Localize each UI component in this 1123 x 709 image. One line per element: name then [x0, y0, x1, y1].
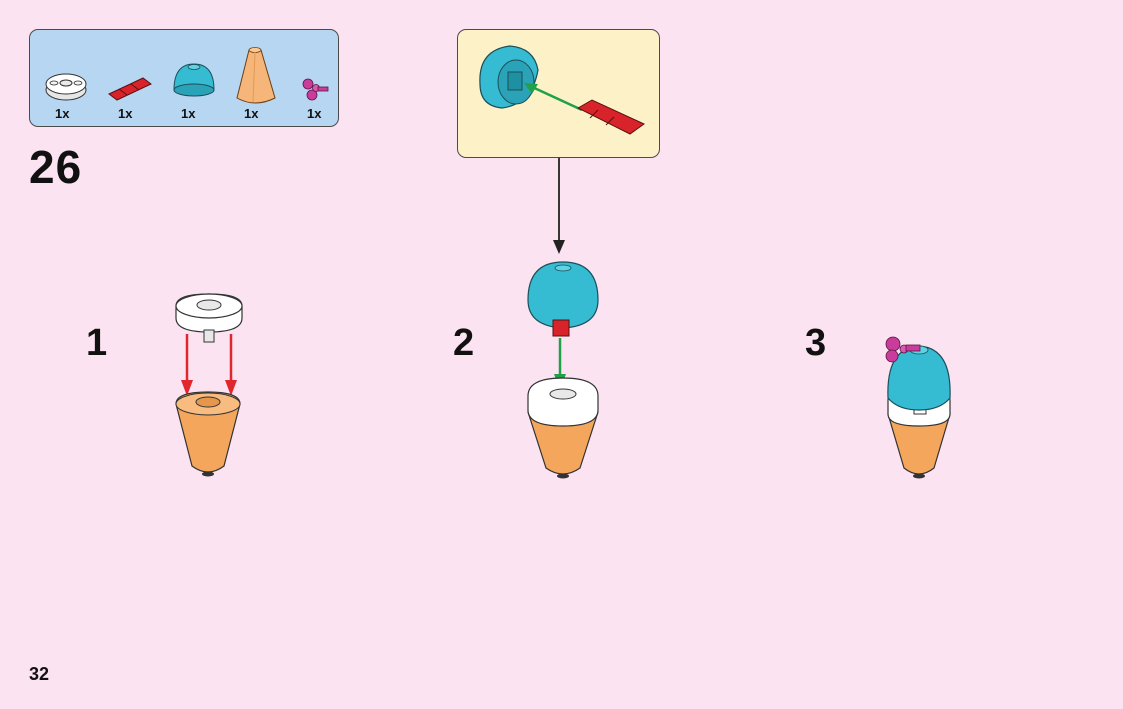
substep-label-2: 2 [453, 322, 475, 364]
substep-1-drawing [175, 293, 243, 477]
page-number: 32 [29, 664, 50, 684]
substep-2-drawing [527, 261, 599, 479]
part-qty: 1x [55, 106, 70, 121]
dome-with-red-bar-illustration [479, 45, 645, 135]
part-magenta-bow: 1x [292, 38, 348, 124]
part-qty: 1x [307, 106, 322, 121]
red-bar-icon [108, 77, 152, 101]
part-qty: 1x [118, 106, 133, 121]
part-azure-dome: 1x [166, 38, 222, 124]
part-red-bar: 1x [103, 38, 159, 124]
substep-label-1: 1 [86, 322, 108, 364]
callout-arrow [553, 158, 565, 254]
subassembly-callout [457, 29, 660, 158]
part-qty: 1x [181, 106, 196, 121]
white-plate-icon [45, 73, 87, 101]
parts-list-box: 1x 1x 1x 1x 1x [29, 29, 339, 127]
substep-3-drawing [885, 336, 951, 479]
substep-label-3: 3 [805, 322, 827, 364]
azure-dome-icon [173, 63, 215, 97]
orange-cone-icon [236, 47, 276, 104]
part-orange-cone: 1x [229, 38, 285, 124]
part-white-plate: 1x [40, 38, 96, 124]
magenta-bow-icon [302, 78, 329, 101]
part-qty: 1x [244, 106, 259, 121]
step-number: 26 [29, 141, 83, 193]
